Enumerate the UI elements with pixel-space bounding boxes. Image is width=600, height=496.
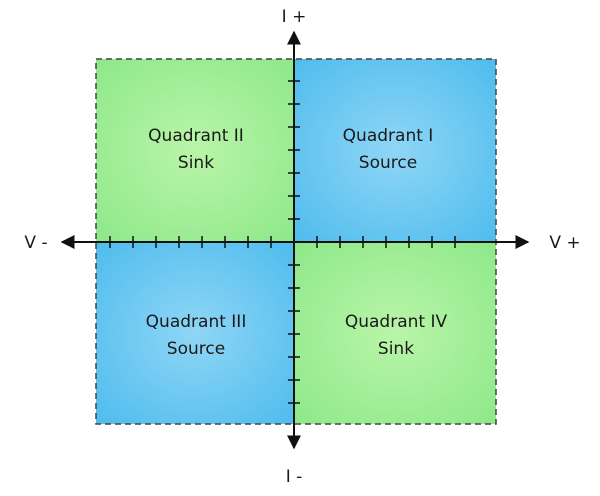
quadrant-iv-title: Quadrant IV	[345, 312, 448, 332]
quadrant-iii-region	[96, 242, 294, 424]
quadrant-ii-title: Quadrant II	[148, 126, 244, 146]
v-plus-label: V +	[549, 233, 580, 253]
i-plus-label: I +	[282, 7, 307, 27]
quadrant-iii-role: Source	[167, 339, 225, 359]
quadrant-ii-role: Sink	[178, 153, 214, 173]
i-axis-ticks	[288, 80, 300, 404]
quadrant-ii-region	[96, 59, 294, 242]
quadrant-i-role: Source	[359, 153, 417, 173]
quadrant-iii-title: Quadrant III	[146, 312, 247, 332]
quadrant-iv-role: Sink	[378, 339, 414, 359]
quadrant-i-title: Quadrant I	[343, 126, 434, 146]
i-minus-label: I -	[286, 467, 303, 487]
quadrant-iv-region	[294, 242, 496, 424]
v-minus-label: V -	[24, 233, 47, 253]
quadrant-i-region	[294, 59, 496, 242]
v-axis-ticks	[109, 236, 456, 248]
